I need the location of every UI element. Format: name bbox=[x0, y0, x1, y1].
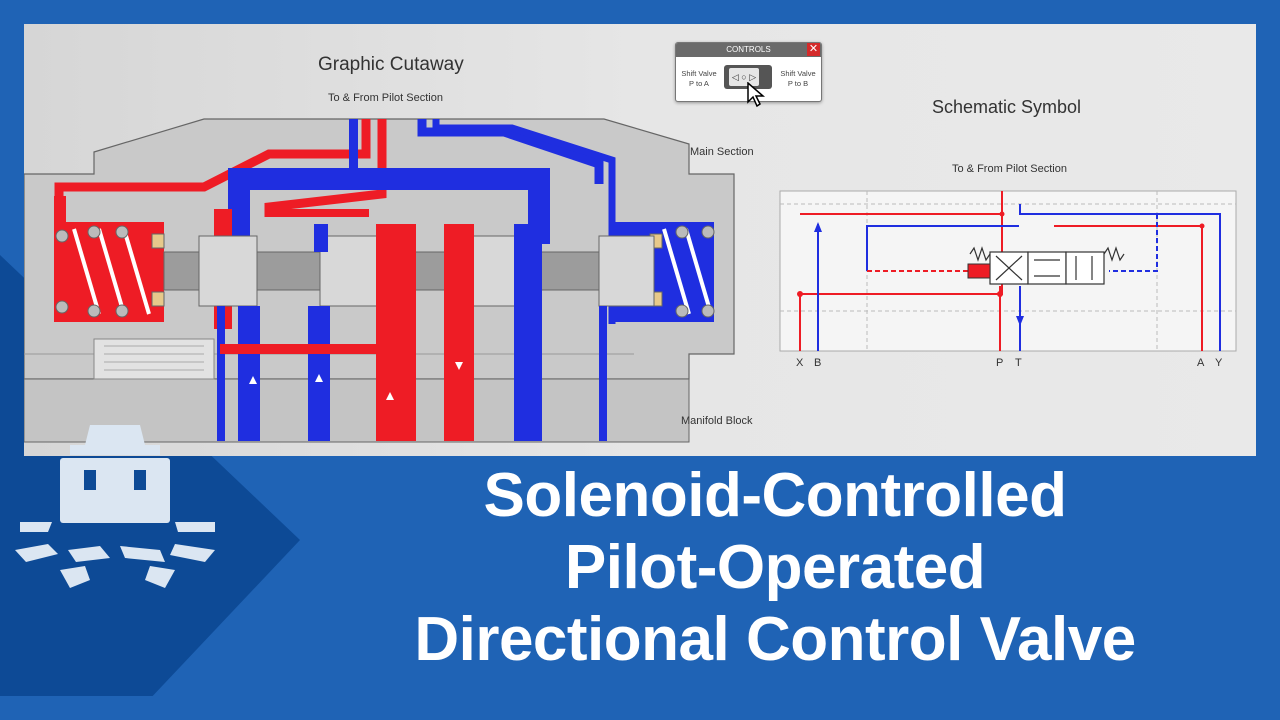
toggle-knob[interactable]: ◁ ○ ▷ bbox=[729, 68, 759, 86]
headline: Solenoid-Controlled Pilot-Operated Direc… bbox=[300, 460, 1250, 710]
pilot-line-blue-2 bbox=[417, 119, 604, 184]
headline-line-2: Pilot-Operated bbox=[564, 533, 986, 602]
port-label-x: X bbox=[796, 357, 804, 369]
port-x-line bbox=[238, 306, 260, 441]
schematic-pilot-label: To & From Pilot Section bbox=[952, 163, 1067, 175]
shift-p-to-a-label[interactable]: Shift Valve P to A bbox=[681, 69, 717, 88]
manifold-block-label: Manifold Block bbox=[681, 415, 753, 427]
port-label-a: A bbox=[1197, 357, 1205, 369]
tank-gallery bbox=[228, 168, 550, 244]
port-t-line bbox=[514, 224, 542, 441]
port-label-y: Y bbox=[1215, 357, 1223, 369]
port-p-line bbox=[376, 224, 416, 441]
spool-land-2 bbox=[319, 235, 379, 307]
port-label-b: B bbox=[814, 357, 822, 369]
port-b-line bbox=[308, 306, 330, 441]
port-label-p: P bbox=[996, 357, 1004, 369]
spool-land-1 bbox=[198, 235, 258, 307]
cutaway-pilot-label: To & From Pilot Section bbox=[328, 92, 443, 104]
pilot-line-blue-3 bbox=[432, 119, 616, 324]
pilot-line-blue-1 bbox=[349, 119, 358, 174]
close-icon[interactable]: ✕ bbox=[807, 43, 820, 56]
flow-arrow-1 bbox=[249, 376, 257, 384]
headline-line-3: Directional Control Valve bbox=[414, 605, 1136, 674]
schematic-box-2 bbox=[1027, 251, 1067, 285]
shift-p-to-b-label[interactable]: Shift Valve P to B bbox=[780, 69, 816, 88]
schematic-title: Schematic Symbol bbox=[932, 97, 1082, 117]
port-a-line bbox=[444, 224, 474, 441]
controls-header: CONTROLS ✕ bbox=[676, 43, 821, 57]
spool-land-4 bbox=[598, 235, 655, 307]
port-label-t: T bbox=[1015, 357, 1022, 369]
toolbox-logo-icon bbox=[15, 425, 215, 588]
schematic-solenoid bbox=[967, 263, 991, 279]
cutaway-title: Graphic Cutaway bbox=[318, 54, 464, 75]
controls-title: CONTROLS bbox=[726, 45, 771, 54]
headline-line-1: Solenoid-Controlled bbox=[483, 461, 1067, 530]
flow-arrow-4 bbox=[455, 362, 463, 370]
flow-arrow-2 bbox=[315, 374, 323, 382]
mouse-cursor-icon bbox=[747, 82, 766, 108]
main-section-label: Main Section bbox=[690, 146, 754, 158]
schematic-box-3 bbox=[1065, 251, 1105, 285]
flow-arrow-3 bbox=[386, 392, 394, 400]
